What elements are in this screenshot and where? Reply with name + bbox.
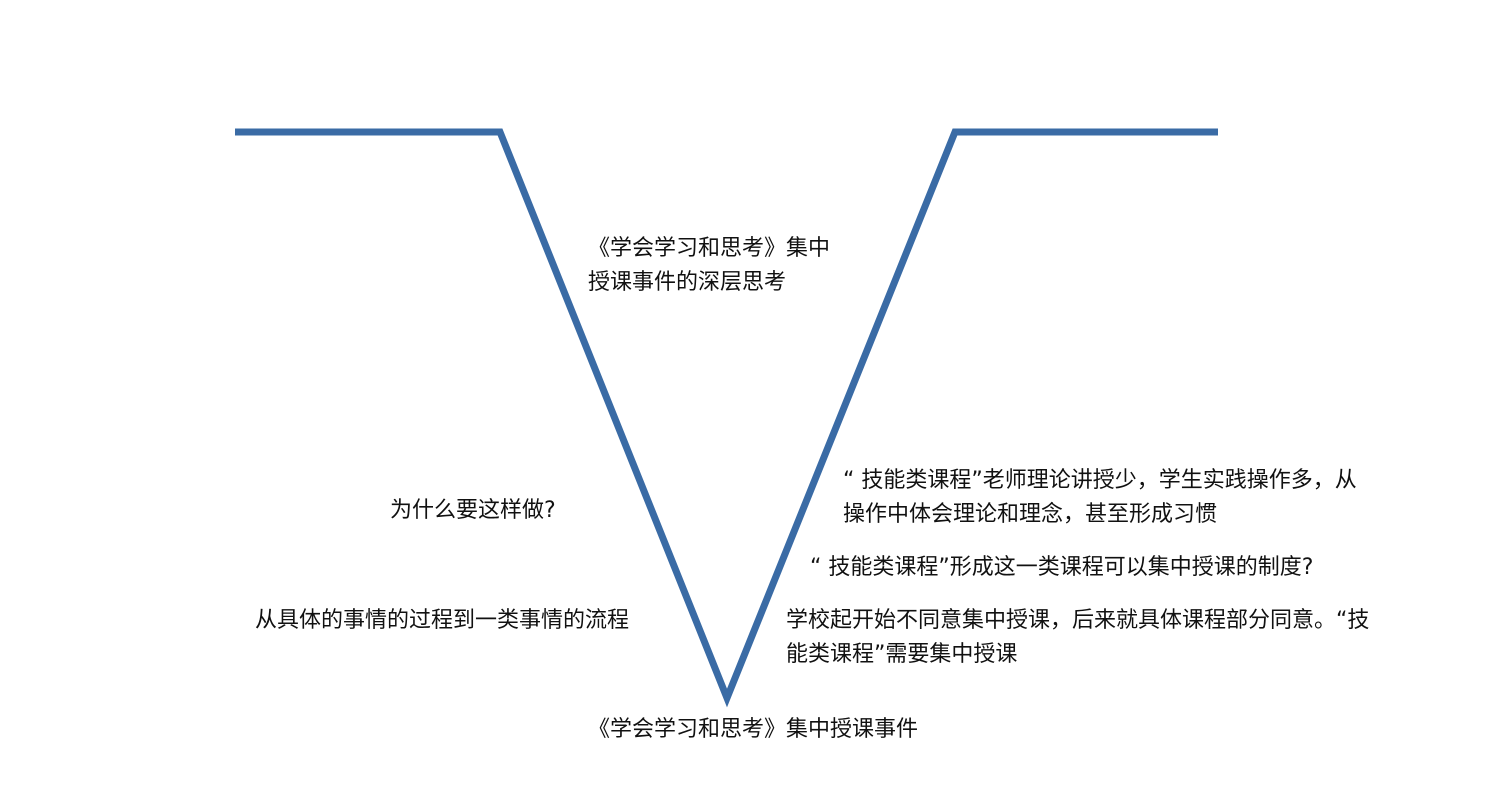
- process-to-flow-label: 从具体的事情的过程到一类事情的流程: [255, 608, 630, 633]
- why-question-label: 为什么要这样做?: [390, 498, 556, 523]
- school-decision-fact-label: 学校起开始不同意集中授课，后来就具体课程部分同意。“技 能类课程”需要集中授课: [786, 608, 1370, 667]
- skills-course-question-label: “ 技能类课程”形成这一类课程可以集中授课的制度?: [810, 555, 1314, 580]
- v-shape-line: [235, 128, 1218, 708]
- diagram-title: 《学会学习和思考》集中 授课事件的深层思考: [588, 236, 831, 295]
- skills-course-insight-label: “ 技能类课程”老师理论讲授少，学生实践操作多，从 操作中体会理论和理念，甚至形…: [843, 468, 1357, 527]
- bottom-event-label: 《学会学习和思考》集中授课事件: [588, 717, 919, 742]
